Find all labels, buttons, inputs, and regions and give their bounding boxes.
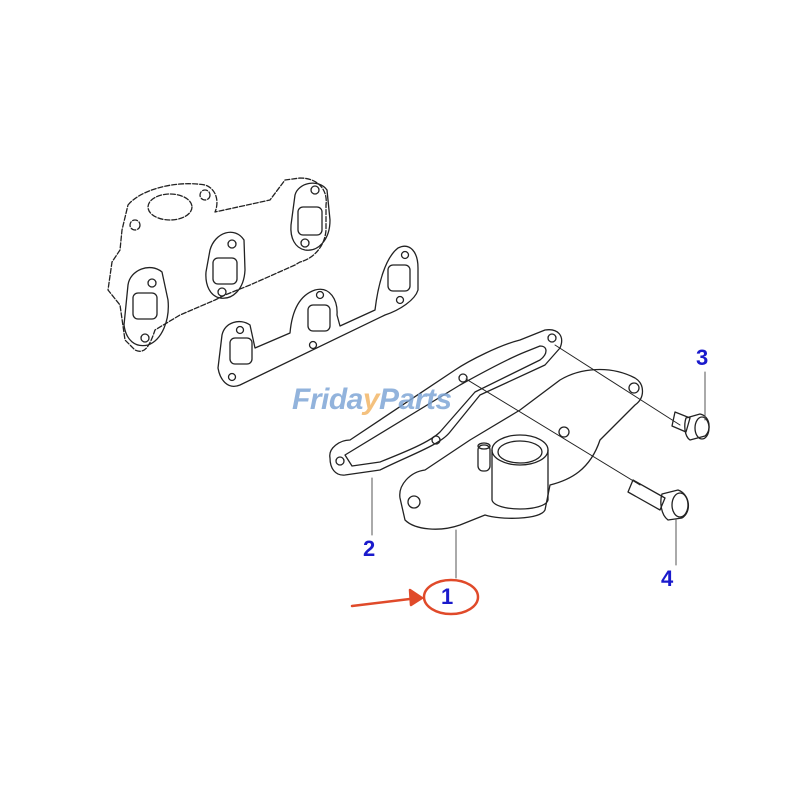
highlight-callout-1: [350, 578, 480, 616]
callout-3: 3: [696, 345, 709, 370]
manifold-outlet-part-1: [399, 368, 644, 530]
callout-leaders: [371, 371, 706, 579]
callout-1: 1: [441, 584, 454, 609]
watermark-logo: FridayParts: [292, 383, 452, 416]
background-manifold-flanges: [123, 182, 331, 347]
explode-lines: [465, 344, 681, 486]
callout-2: 2: [363, 536, 376, 561]
bolt-part-3: [671, 411, 710, 441]
background-manifold: [107, 177, 327, 352]
background-gasket: [217, 245, 419, 387]
bolt-part-4: [627, 479, 689, 521]
callout-4: 4: [661, 566, 674, 591]
gasket-part-2: [329, 329, 563, 476]
